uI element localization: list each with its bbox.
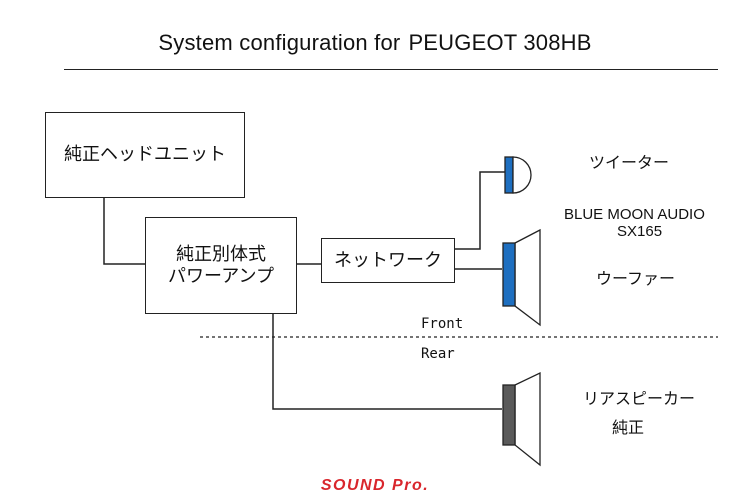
tweeter-icon [504, 156, 532, 194]
product-name: BLUE MOON AUDIO [564, 206, 705, 223]
head-unit-label: 純正ヘッドユニット [64, 144, 226, 165]
amplifier-box: 純正別体式 パワーアンプ [145, 217, 297, 314]
rear-speaker-oem-label: 純正 [612, 418, 645, 437]
tweeter-label: ツイーター [589, 153, 670, 172]
rear-label: Rear [421, 346, 455, 362]
wire-headunit-to-amp [103, 198, 145, 265]
network-box: ネットワーク [321, 238, 455, 283]
diagram-title: System configuration for PEUGEOT 308HB [0, 30, 750, 56]
network-label: ネットワーク [334, 249, 442, 271]
sound-pro-logo: SOUND Pro. [320, 477, 430, 494]
wire-amp-to-rear-speaker [272, 314, 502, 410]
title-car-model: PEUGEOT 308HB [408, 30, 592, 55]
woofer-icon [502, 228, 541, 327]
title-underline [64, 69, 718, 70]
rear-speaker-icon [502, 371, 541, 467]
rear-speaker-label: リアスピーカー [583, 389, 696, 408]
wire-network-to-tweeter [455, 171, 505, 250]
amplifier-label-line1: 純正別体式 [176, 243, 266, 265]
product-model: SX165 [617, 223, 663, 240]
woofer-label: ウーファー [596, 269, 676, 288]
title-prefix: System configuration for [158, 30, 401, 55]
amplifier-label-line2: パワーアンプ [167, 265, 275, 287]
front-label: Front [421, 316, 464, 332]
head-unit-box: 純正ヘッドユニット [45, 112, 245, 198]
